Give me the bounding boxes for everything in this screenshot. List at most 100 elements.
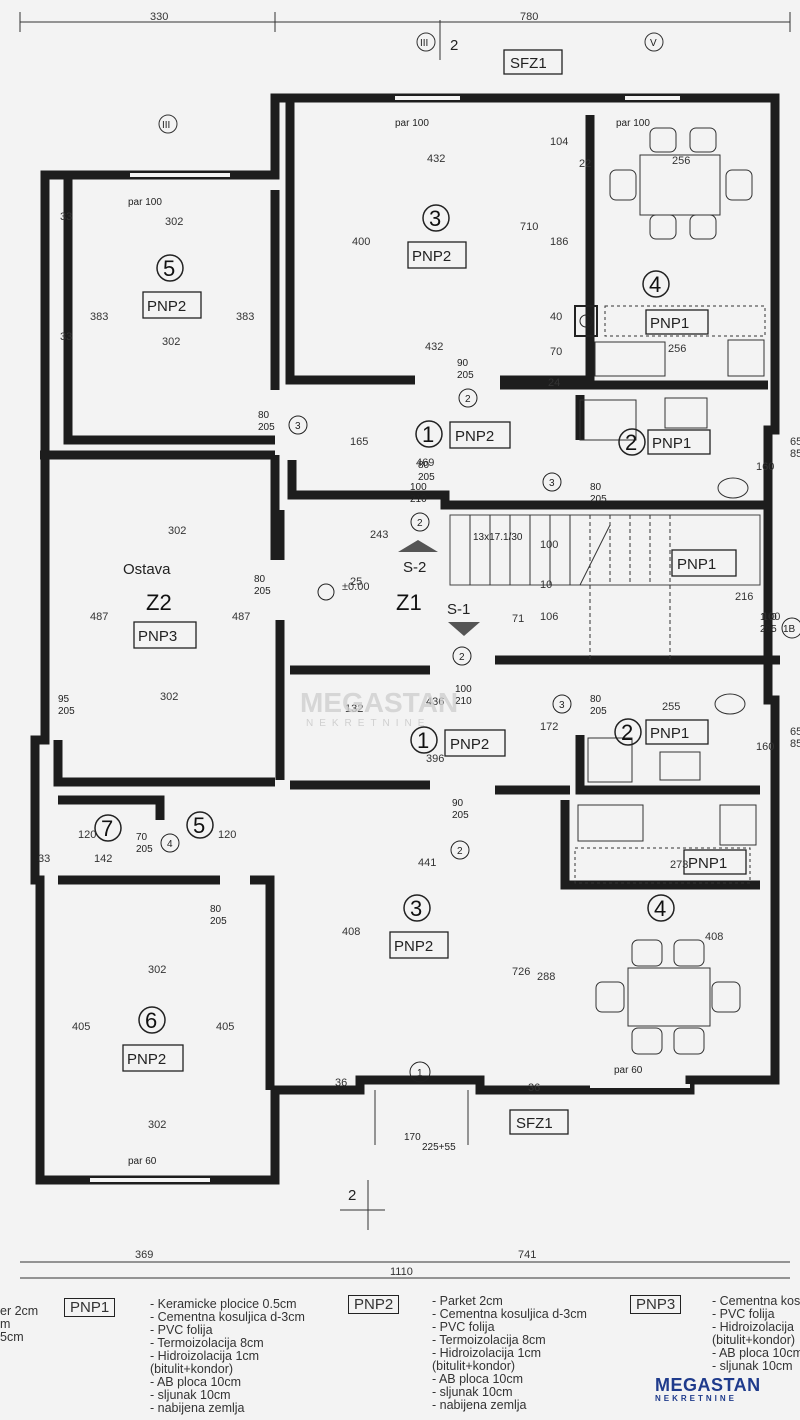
dimension-label: 142 (94, 853, 112, 865)
dining-table-top (609, 127, 753, 240)
svg-text:PNP1: PNP1 (650, 315, 689, 332)
door-mark-circle (410, 512, 430, 532)
door-dimension-label: 80 (254, 574, 266, 585)
sfz-label-bottom: SFZ1 (516, 1115, 553, 1132)
dimension-label: 165 (350, 436, 368, 448)
dimension-label: 33 (60, 211, 72, 223)
door-dimensions: 8020590205100210802058020595205802059020… (58, 358, 777, 1153)
dimension-label: 216 (735, 591, 753, 603)
dimension-label: 400 (352, 236, 370, 248)
dimension-label: 302 (168, 525, 186, 537)
dimension-label: 71 (512, 613, 524, 625)
door-mark-circle (458, 388, 478, 408)
svg-text:PNP1: PNP1 (650, 725, 689, 742)
dimension-label: 405 (72, 1021, 90, 1033)
room-2-top: 2 PNP1 (618, 428, 711, 456)
svg-text:PNP2: PNP2 (127, 1051, 166, 1068)
dining-table-bottom (595, 939, 741, 1055)
dimension-label: 24 (548, 377, 560, 389)
bottom-dim-total: 1110 (390, 1266, 413, 1278)
door-dimension-label: 80 (210, 904, 222, 915)
door-mark-circle (160, 833, 180, 853)
door-mark-circle (552, 694, 572, 714)
svg-text:1B: 1B (783, 624, 796, 635)
legend-pnp1: PNP1 - Keramicke plocice 0.5cm- Cementna… (64, 1298, 305, 1415)
dimension-label: 408 (342, 926, 360, 938)
svg-text:PNP2: PNP2 (455, 428, 494, 445)
door-mark-number: 3 (295, 421, 301, 432)
axis-label-top-right: V (650, 38, 657, 49)
door-dimension-label: 95 (58, 694, 70, 705)
staircase: 13x17.1/30 S-2 S-1 ±0.00 (317, 514, 761, 660)
room-pnp1-kitchen-bottom: PNP1 (683, 849, 747, 875)
dimension-label: 432 (425, 341, 443, 353)
dimension-label: 243 (370, 529, 388, 541)
svg-text:1: 1 (422, 422, 434, 447)
window-label: par 100 (395, 118, 429, 129)
door-mark-1b: 1B (781, 617, 800, 639)
door-dimension-label: 205 (457, 370, 474, 381)
door-dimension-label: 225+55 (422, 1142, 456, 1153)
dimension-label: 302 (160, 691, 178, 703)
kitchen-counters (574, 305, 766, 884)
svg-text:1: 1 (417, 728, 429, 753)
dimension-label: 132 (345, 703, 363, 715)
svg-text:3: 3 (429, 206, 441, 231)
door-dimension-label: 205 (452, 810, 469, 821)
dimension-label: 172 (540, 721, 558, 733)
svg-text:4: 4 (649, 272, 661, 297)
top-dim-right: 780 (520, 11, 538, 23)
room-7: 7 (94, 814, 122, 842)
door-dimension-label: 205 (58, 706, 75, 717)
axis-label-top: III (420, 38, 428, 49)
dimension-label: 436 (426, 696, 444, 708)
door-dimension-label: 80 (590, 694, 602, 705)
room-z1: Z1 (396, 590, 422, 615)
legend-pnp2: PNP2 - Parket 2cm- Cementna kosuljica d-… (348, 1295, 587, 1412)
door-mark-number: 3 (549, 478, 555, 489)
dimension-label: 288 (537, 971, 555, 983)
door-dimension-label: 205 (590, 494, 607, 505)
svg-text:Z1: Z1 (396, 590, 422, 615)
room-2-bottom: 2 PNP1 (614, 718, 709, 746)
floor-plan: 330 780 III 2 V III SFZ1 SFZ1 par 100 pa… (19, 11, 800, 1279)
door-dimension-label: 90 (452, 798, 464, 809)
svg-text:3: 3 (410, 896, 422, 921)
entrance-door: 1 (374, 1061, 469, 1145)
door-dimension-label: 80 (258, 410, 270, 421)
window-label: par 60 (128, 1156, 157, 1167)
dimension-label: 70 (550, 346, 562, 358)
svg-text:2: 2 (450, 37, 458, 54)
door-mark-number: 4 (167, 839, 173, 850)
room-1-bottom: 1 PNP2 (410, 726, 506, 757)
svg-text:4: 4 (654, 896, 666, 921)
door-mark-number: 2 (417, 518, 423, 529)
dimension-label: 120 (218, 829, 236, 841)
dimension-label: 302 (148, 964, 166, 976)
bottom-dim-right: 741 (518, 1249, 536, 1261)
door-mark-circle (542, 472, 562, 492)
dimension-label: 383 (90, 311, 108, 323)
dimension-label: 186 (550, 236, 568, 248)
stair-text: 13x17.1/30 (473, 532, 523, 543)
window-label: par 60 (614, 1065, 643, 1076)
door-mark-number: 2 (459, 652, 465, 663)
door-dimension-label: 90 (457, 358, 469, 369)
dimension-label: 710 (520, 221, 538, 233)
svg-text:2: 2 (625, 430, 637, 455)
dimension-label: 302 (148, 1119, 166, 1131)
room-4-bottom: 4 (647, 894, 675, 922)
dimension-label: 408 (705, 931, 723, 943)
room-5-top: 5 PNP2 (142, 254, 202, 319)
room-5-bottom: 5 (186, 811, 214, 839)
dimension-label: 36 (335, 1077, 347, 1089)
dimension-label: 85 (790, 738, 800, 750)
svg-text:PNP2: PNP2 (450, 736, 489, 753)
svg-text:Ostava: Ostava (123, 561, 171, 578)
door-dimension-label: 210 (410, 494, 427, 505)
dimension-label: 106 (540, 611, 558, 623)
svg-text:1: 1 (417, 1068, 423, 1079)
dimension-label: 383 (236, 311, 254, 323)
sfz-label-top: SFZ1 (510, 55, 547, 72)
room-pnp1-stair: PNP1 (671, 549, 737, 577)
